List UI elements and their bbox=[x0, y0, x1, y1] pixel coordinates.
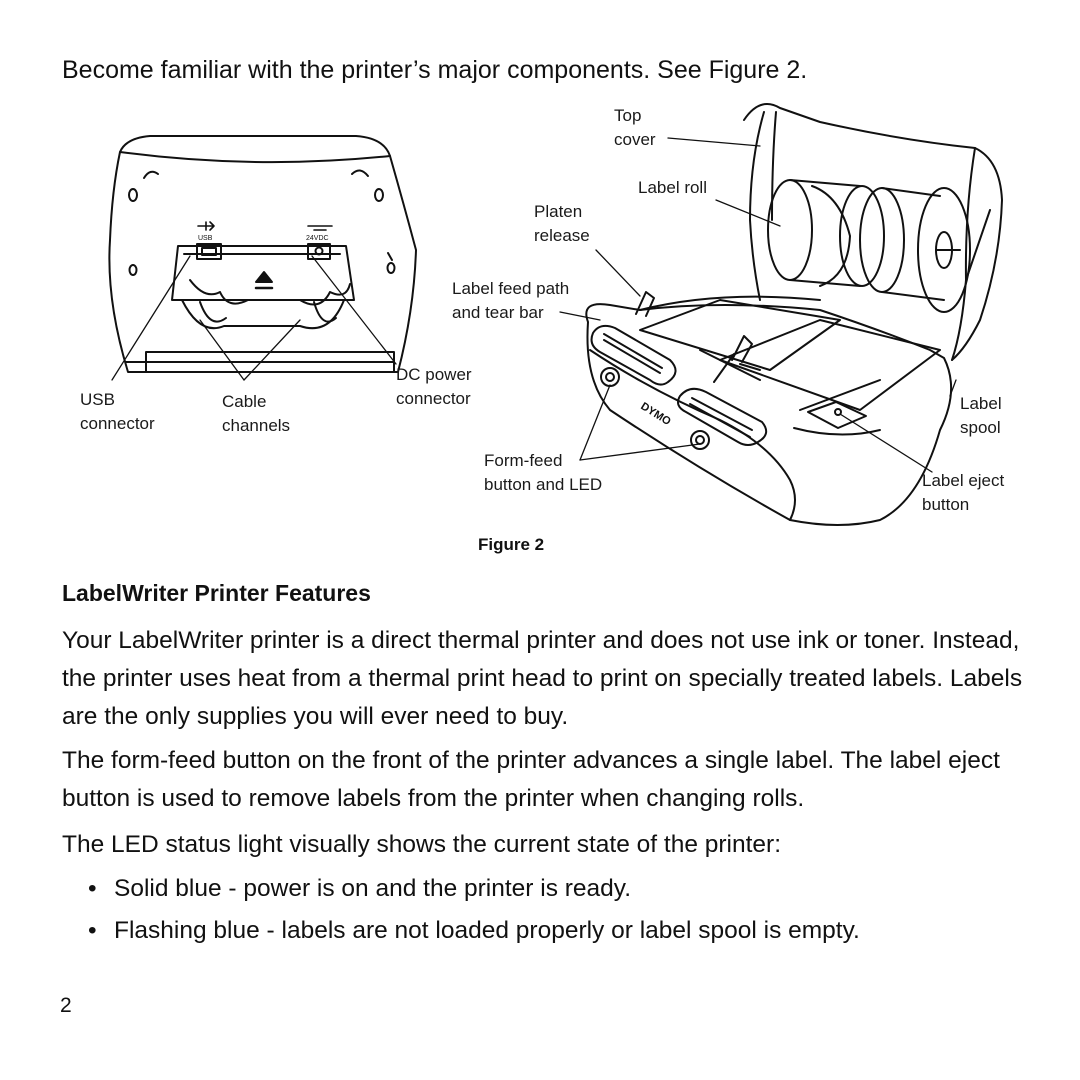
bullet-flashing-blue: Flashing blue - labels are not loaded pr… bbox=[88, 912, 860, 950]
callout-form-feed: Form-feed button and LED bbox=[484, 451, 603, 494]
paragraph-led-status: The LED status light visually shows the … bbox=[62, 831, 782, 858]
paragraph-thermal-printer: Your LabelWriter printer is a direct the… bbox=[62, 627, 1023, 730]
usb-port-mark: USB bbox=[198, 235, 213, 242]
figure-caption: Figure 2 bbox=[478, 535, 545, 554]
callout-platen-release: Platen release bbox=[534, 202, 590, 245]
intro-text: Become familiar with the printer’s major… bbox=[62, 56, 808, 84]
paragraph-form-feed: The form-feed button on the front of the… bbox=[62, 747, 1000, 812]
callout-usb: USB connector bbox=[80, 390, 155, 433]
section-heading: LabelWriter Printer Features bbox=[62, 580, 371, 606]
bullet-solid-blue: Solid blue - power is on and the printer… bbox=[88, 870, 631, 908]
power-port-mark: 24VDC bbox=[306, 235, 329, 242]
printer-figure: DYMO USB 24VDC Top cover Label roll Plat… bbox=[80, 103, 1005, 554]
callout-label-feed-path: Label feed path and tear bar bbox=[452, 279, 570, 322]
callout-label-roll: Label roll bbox=[638, 178, 707, 197]
printer-front-view bbox=[585, 103, 1003, 526]
printer-rear-view bbox=[108, 135, 417, 373]
usb-port bbox=[196, 243, 222, 260]
callout-label-spool: Label spool bbox=[960, 394, 1002, 437]
dc-power-port bbox=[307, 243, 331, 260]
callout-dc-power: DC power connector bbox=[396, 365, 472, 408]
callout-top-cover: Top cover bbox=[614, 106, 656, 149]
page-number: 2 bbox=[60, 994, 72, 1017]
callout-cable-channels: Cable channels bbox=[222, 392, 291, 435]
printer-illustration: DYMO USB 24VDC bbox=[108, 103, 1003, 526]
callout-label-eject: Label eject button bbox=[922, 471, 1005, 514]
brand-logo: DYMO bbox=[638, 400, 673, 428]
